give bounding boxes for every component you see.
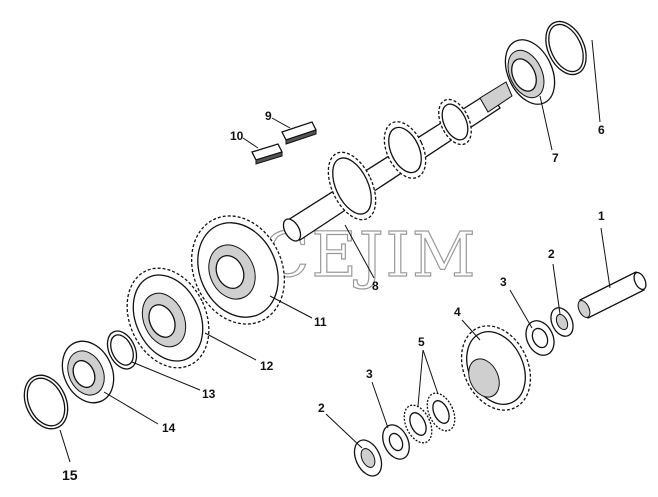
callout-3-lower: 3 [366, 367, 373, 381]
callout-9: 9 [265, 109, 272, 123]
part-2-washer-lower [353, 439, 383, 477]
callout-14: 14 [162, 421, 176, 435]
part-8-countershaft [282, 81, 513, 242]
callout-5: 5 [418, 335, 425, 349]
part-4-gear [460, 325, 532, 411]
callout-2-upper: 2 [548, 247, 555, 261]
callout-labels: 1 2 2 3 3 4 5 6 7 8 9 10 11 12 13 14 15 [62, 109, 605, 483]
part-8-gear-large [327, 151, 377, 221]
callout-1: 1 [598, 209, 605, 223]
part-2-washer-upper [550, 307, 574, 337]
part-3-washer-upper [525, 320, 555, 356]
part-6-snap-ring [545, 20, 587, 76]
callout-13: 13 [202, 387, 216, 401]
part-1-shaft [577, 271, 647, 319]
callout-4: 4 [454, 305, 461, 319]
part-8-gear-small [438, 98, 472, 146]
part-15-snap-ring [23, 374, 69, 430]
callout-8: 8 [372, 279, 379, 293]
part-8-gear-mid [383, 121, 427, 179]
leader-lines [59, 39, 611, 463]
part-11-gear [190, 215, 286, 325]
callout-7: 7 [552, 151, 559, 165]
part-13-snap-ring [106, 330, 138, 370]
part-12-gear [126, 267, 210, 369]
callout-2-lower: 2 [318, 401, 325, 415]
part-5-needle-bearings [403, 392, 456, 444]
callout-3-upper: 3 [500, 275, 507, 289]
part-7-bearing [504, 39, 556, 105]
part-14-bearing [61, 340, 115, 404]
callout-15: 15 [62, 467, 78, 483]
callout-6: 6 [598, 123, 605, 137]
part-3-washer-lower [382, 424, 410, 460]
callout-11: 11 [314, 315, 327, 329]
part-9-key [281, 121, 317, 145]
callout-10: 10 [230, 129, 244, 143]
part-10-key [251, 143, 283, 165]
callout-12: 12 [260, 359, 274, 373]
